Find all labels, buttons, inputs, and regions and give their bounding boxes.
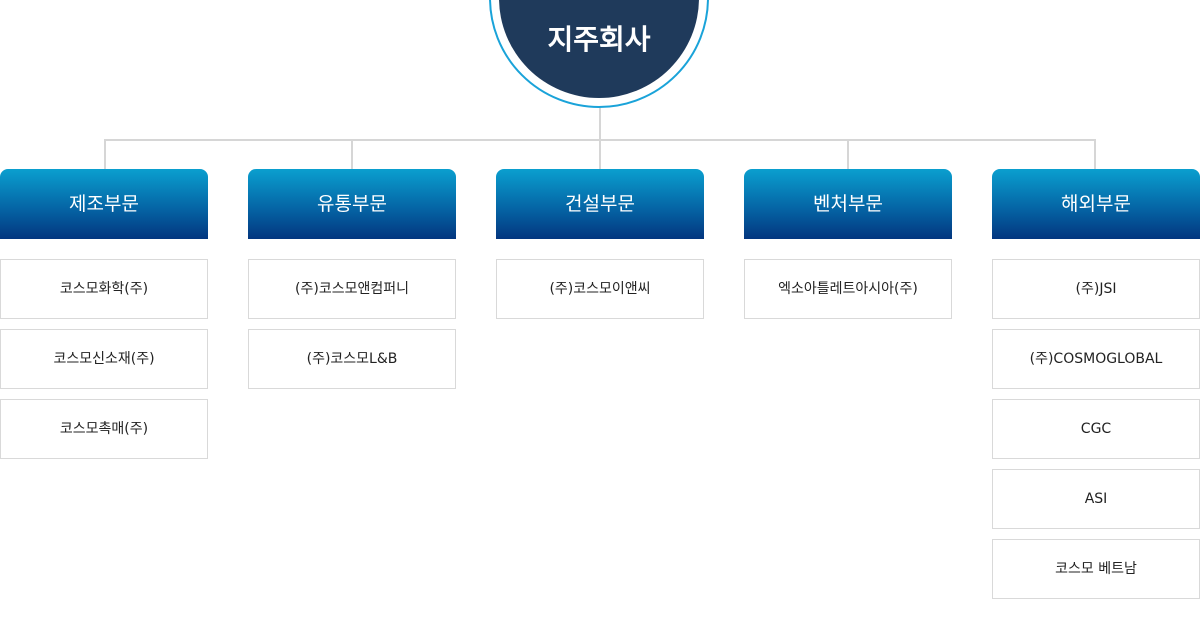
division-manufacturing: 제조부문 xyxy=(0,169,208,239)
company-node: 코스모 베트남 xyxy=(992,539,1200,599)
division-distribution: 유통부문 xyxy=(248,169,456,239)
connector-drop-4 xyxy=(847,139,849,169)
company-node: 코스모신소재(주) xyxy=(0,329,208,389)
company-node: 코스모화학(주) xyxy=(0,259,208,319)
company-node: 엑소아틀레트아시아(주) xyxy=(744,259,952,319)
company-node: ASI xyxy=(992,469,1200,529)
connector-trunk xyxy=(599,108,601,140)
company-node: CGC xyxy=(992,399,1200,459)
division-venture: 벤처부문 xyxy=(744,169,952,239)
company-node: (주)COSMOGLOBAL xyxy=(992,329,1200,389)
company-node: 코스모촉매(주) xyxy=(0,399,208,459)
connector-drop-5 xyxy=(1094,139,1096,169)
division-construction: 건설부문 xyxy=(496,169,704,239)
company-node: (주)코스모이앤씨 xyxy=(496,259,704,319)
division-overseas: 해외부문 xyxy=(992,169,1200,239)
connector-drop-3 xyxy=(599,139,601,169)
company-node: (주)코스모앤컴퍼니 xyxy=(248,259,456,319)
holding-company-label: 지주회사 xyxy=(547,23,651,56)
company-node: (주)JSI xyxy=(992,259,1200,319)
connector-drop-1 xyxy=(104,139,106,169)
company-node: (주)코스모L&B xyxy=(248,329,456,389)
connector-drop-2 xyxy=(351,139,353,169)
